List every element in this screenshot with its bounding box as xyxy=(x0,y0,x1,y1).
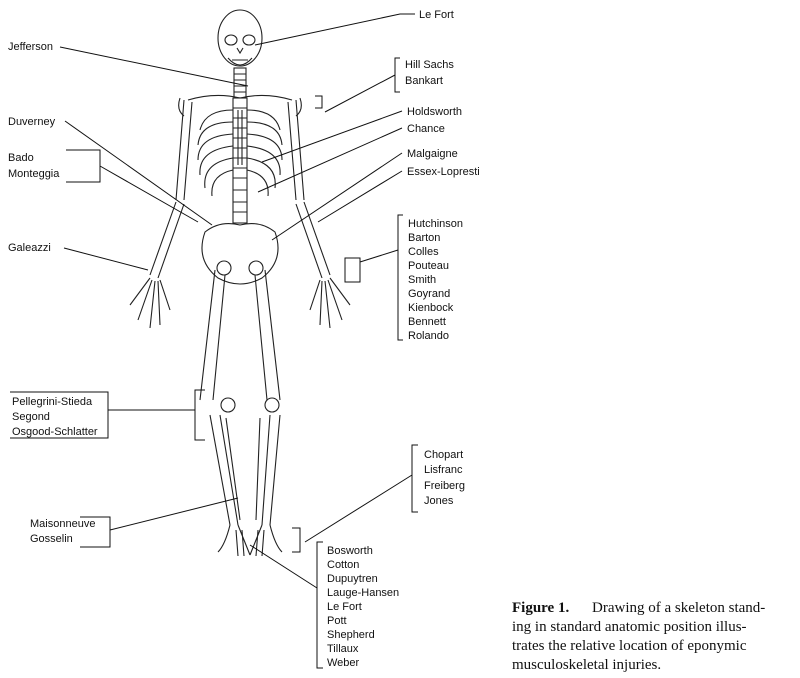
injury-labels: Le Fort Jefferson Hill Sachs Bankart Hol… xyxy=(8,9,480,669)
label-galeazzi: Galeazzi xyxy=(8,242,51,254)
spine xyxy=(232,67,248,224)
caption-label: Figure 1. xyxy=(512,600,569,616)
legs xyxy=(199,269,283,557)
label-ankle: Lauge-Hansen xyxy=(327,587,399,599)
label-ankle: Cotton xyxy=(327,559,359,571)
label-chance: Chance xyxy=(407,123,445,135)
label-foot: Jones xyxy=(424,495,454,507)
label-holdsworth: Holdsworth xyxy=(407,106,462,118)
pelvis xyxy=(201,223,279,285)
arms xyxy=(129,99,351,329)
label-bankart: Bankart xyxy=(405,75,443,87)
label-ankle: Tillaux xyxy=(327,643,359,655)
leader-lines xyxy=(10,13,418,669)
label-ankle: Bosworth xyxy=(327,545,373,557)
caption-line: musculoskeletal injuries. xyxy=(512,657,661,673)
label-wrist: Smith xyxy=(408,274,436,286)
label-malgaigne: Malgaigne xyxy=(407,148,458,160)
label-knee: Segond xyxy=(12,411,50,423)
caption-line: trates the relative location of eponymic xyxy=(512,638,747,654)
label-ankle: Pott xyxy=(327,615,347,627)
caption-line: ing in standard anatomic position illus- xyxy=(512,619,747,635)
label-fibula: Maisonneuve xyxy=(30,518,95,530)
label-monteggia: Monteggia xyxy=(8,168,60,180)
label-ankle: Dupuytren xyxy=(327,573,378,585)
label-foot: Freiberg xyxy=(424,480,465,492)
ribcage xyxy=(197,109,283,197)
label-duverney: Duverney xyxy=(8,116,56,128)
label-essex-lopresti: Essex-Lopresti xyxy=(407,166,480,178)
label-wrist: Rolando xyxy=(408,330,449,342)
label-wrist: Hutchinson xyxy=(408,218,463,230)
label-le-fort-face: Le Fort xyxy=(419,9,454,21)
label-wrist: Kienbock xyxy=(408,302,454,314)
label-wrist: Colles xyxy=(408,246,439,258)
label-ankle: Weber xyxy=(327,657,360,669)
caption-line: Drawing of a skeleton stand- xyxy=(592,600,765,616)
label-hill-sachs: Hill Sachs xyxy=(405,59,454,71)
label-jefferson: Jefferson xyxy=(8,41,53,53)
label-wrist: Pouteau xyxy=(408,260,449,272)
label-bado: Bado xyxy=(8,152,34,164)
figure-caption: Figure 1. Drawing of a skeleton stand- i… xyxy=(512,600,765,673)
label-knee: Pellegrini-Stieda xyxy=(12,396,93,408)
label-foot: Chopart xyxy=(424,449,463,461)
label-wrist: Goyrand xyxy=(408,288,450,300)
label-ankle: Shepherd xyxy=(327,629,375,641)
label-fibula: Gosselin xyxy=(30,533,73,545)
label-wrist: Bennett xyxy=(408,316,446,328)
skeleton xyxy=(129,9,351,557)
label-wrist: Barton xyxy=(408,232,440,244)
skull xyxy=(217,9,263,67)
label-foot: Lisfranc xyxy=(424,464,463,476)
label-knee: Osgood-Schlatter xyxy=(12,426,98,438)
label-ankle: Le Fort xyxy=(327,601,362,613)
